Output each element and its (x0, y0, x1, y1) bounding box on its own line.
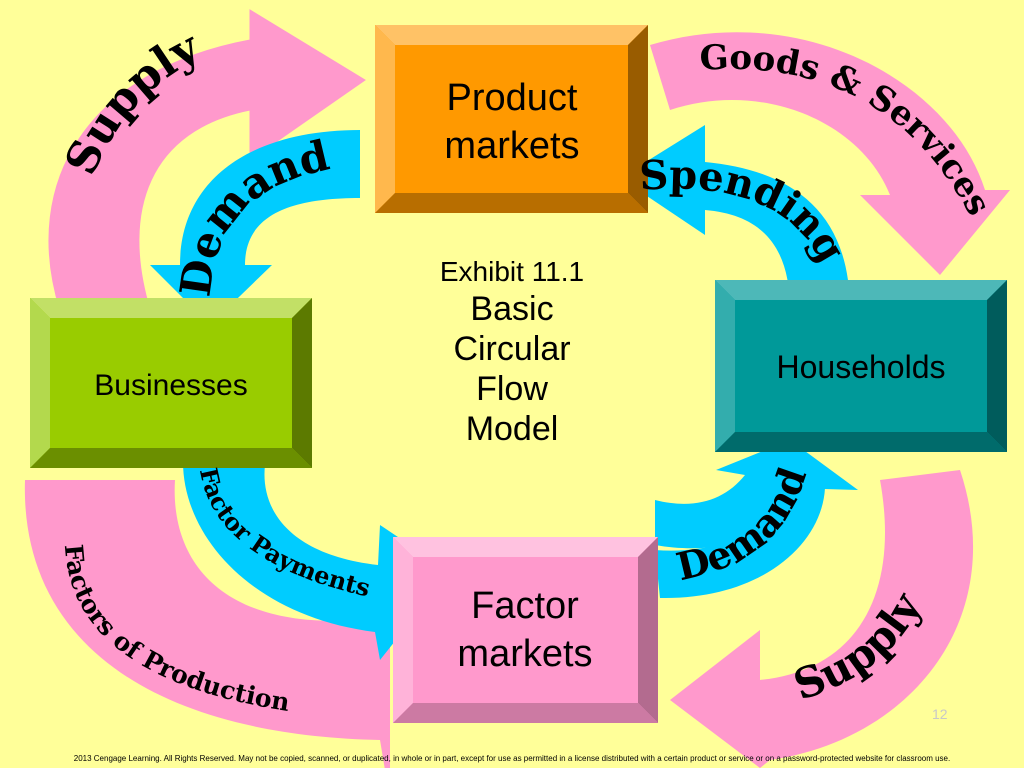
title-line-4: Model (465, 410, 559, 448)
demand-left-arrow (150, 130, 360, 325)
title-line-3: Flow (476, 370, 548, 408)
spending-arrow (620, 125, 850, 310)
supply-top-arrow (48, 9, 366, 311)
factor-payments-arrow (183, 440, 451, 660)
goods-services-arrow (650, 32, 1010, 275)
title-line-1: Basic (470, 290, 554, 328)
factors-of-production-arrow (24, 480, 390, 768)
supply-bottom-arrow (670, 470, 974, 768)
factor-markets-line1: Factor (471, 585, 579, 627)
slide-number: 12 (932, 706, 948, 722)
factor-markets-line2: markets (457, 633, 592, 675)
households-box: Households (715, 280, 1007, 452)
exhibit-number: Exhibit 11.1 (439, 256, 585, 287)
product-markets-line1: Product (447, 77, 578, 119)
product-markets-line2: markets (444, 125, 579, 167)
copyright-footer: 2013 Cengage Learning. All Rights Reserv… (73, 754, 951, 763)
title-line-2: Circular (453, 330, 571, 368)
businesses-label: Businesses (94, 369, 247, 402)
households-label: Households (777, 349, 946, 385)
businesses-box: Businesses (30, 298, 312, 468)
product-markets-box: Product markets (375, 25, 648, 213)
exhibit-title: Exhibit 11.1 Basic Circular Flow Model (392, 255, 632, 449)
demand-right-arrow (655, 440, 858, 599)
factor-markets-box: Factor markets (393, 537, 658, 723)
